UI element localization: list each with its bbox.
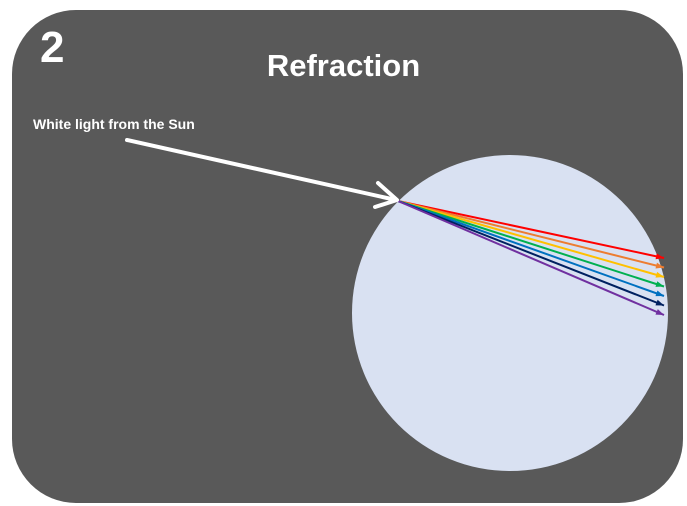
ray-blue [397, 200, 665, 297]
ray-orange [397, 200, 665, 269]
ray-blue-arrowhead [655, 290, 664, 297]
ray-green-arrowhead [655, 281, 664, 287]
water-droplet [352, 155, 668, 471]
slide-title: Refraction [266, 48, 421, 83]
incoming-light-label: White light from the Sun [33, 116, 195, 132]
ray-yellow-arrowhead [655, 271, 664, 278]
incoming-ray-arrowhead [373, 181, 399, 209]
incoming-ray [125, 138, 399, 209]
slide-number: 2 [40, 23, 65, 72]
ray-red [397, 200, 665, 259]
ray-indigo [397, 200, 665, 307]
ray-red-arrowhead [655, 253, 664, 260]
ray-green [397, 200, 665, 288]
ray-yellow [397, 200, 665, 278]
ray-violet-arrowhead [655, 309, 664, 315]
ray-orange-arrowhead [655, 262, 664, 269]
dispersed-rays [397, 200, 665, 316]
ray-indigo-arrowhead [655, 299, 664, 306]
incoming-ray-line [125, 138, 398, 202]
ray-violet [397, 200, 665, 316]
